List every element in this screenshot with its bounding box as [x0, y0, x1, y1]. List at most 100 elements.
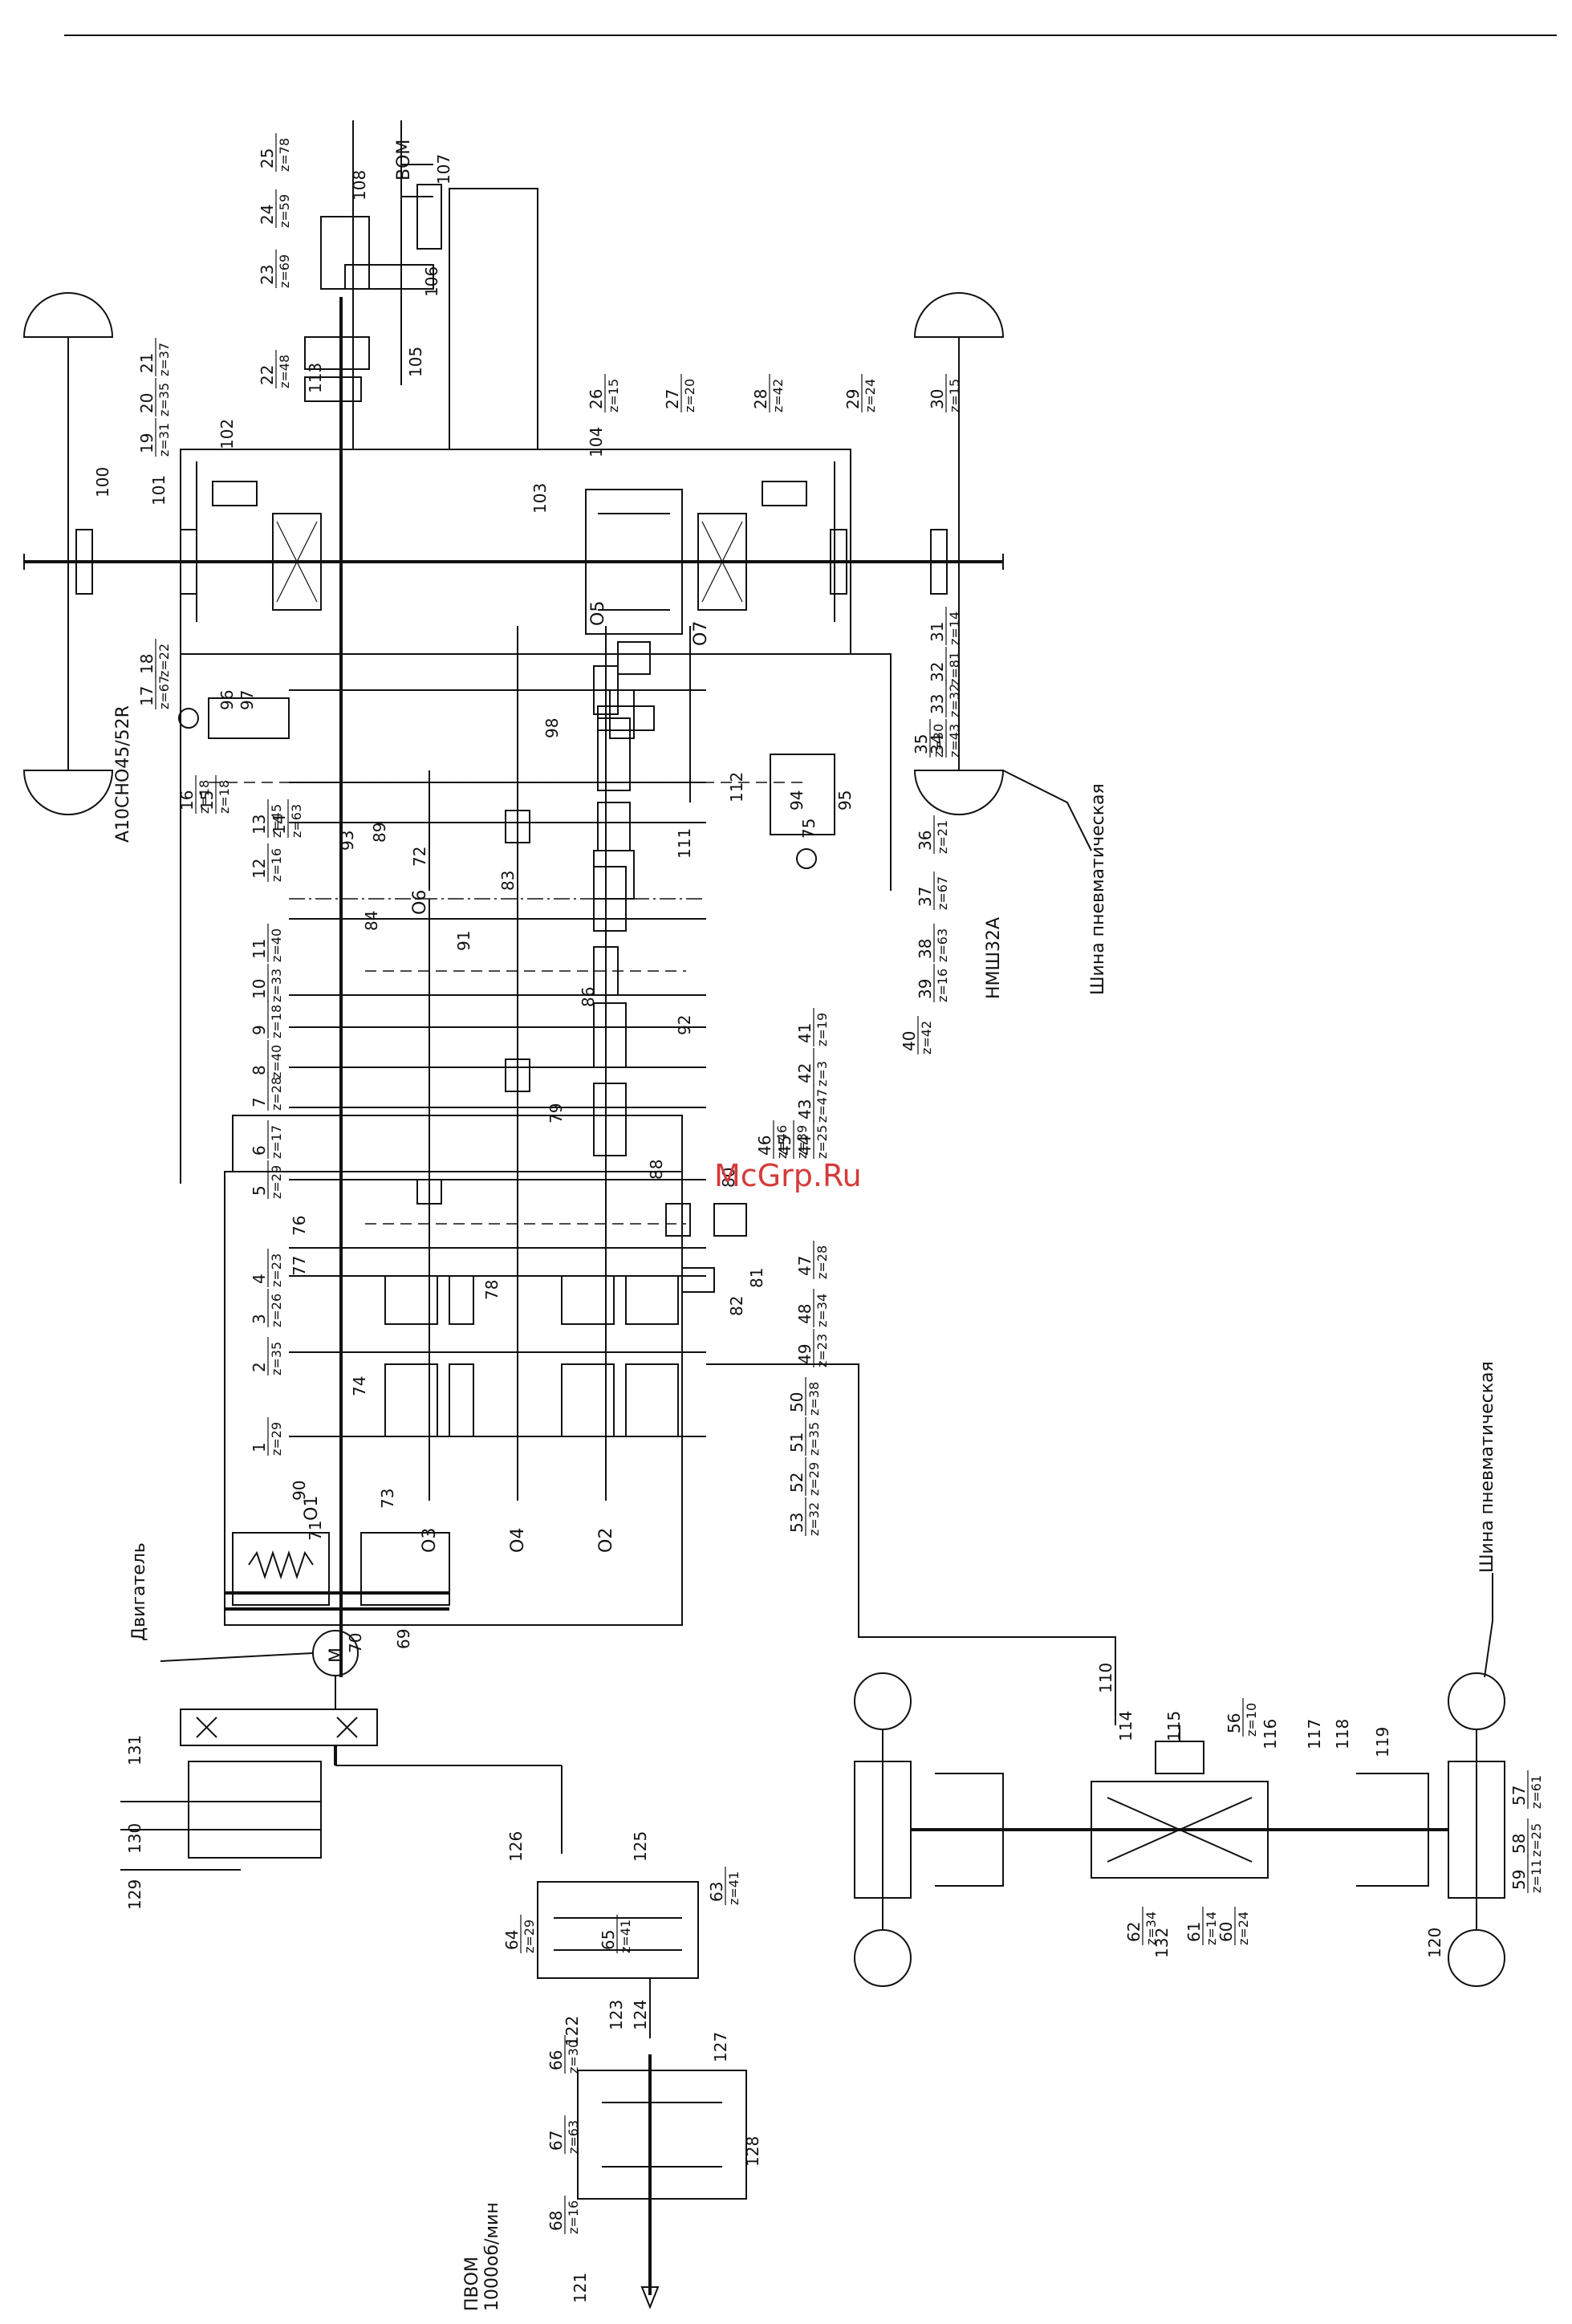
- front-wheel-right-bottom: [1448, 1929, 1505, 1987]
- text-labels: ВОМ Двигатель ПВОМ 1000об/мин Шина пневм…: [113, 140, 1497, 2311]
- gear-number: 27: [663, 389, 682, 409]
- gear-tooth-count: z=15: [947, 379, 962, 412]
- part-number: 129: [125, 1879, 144, 1910]
- part-number: 86: [579, 987, 598, 1007]
- part-number: 106: [422, 266, 441, 297]
- gear-tooth-count: z=30: [566, 2040, 581, 2074]
- part-number: 100: [93, 467, 112, 498]
- gear-number: 42: [795, 1063, 814, 1083]
- gear-number: 47: [795, 1256, 814, 1276]
- gear-tooth-count: z=18: [197, 780, 212, 814]
- shaft-label-o2: О2: [596, 1528, 616, 1553]
- front-pto-reducer: [537, 1881, 747, 2310]
- rear-pto: [304, 164, 442, 402]
- part-number: 130: [125, 1823, 144, 1854]
- gear-number: 13: [250, 815, 269, 835]
- gear-tooth-count: z=43: [947, 724, 962, 758]
- gear-number: 37: [916, 887, 935, 907]
- gear-tooth-count: z=63: [289, 804, 304, 838]
- front-wheel-left-bottom: [854, 1929, 912, 1987]
- gear-number: 26: [587, 389, 606, 409]
- part-number: 93: [338, 831, 357, 851]
- gear-tooth-count: z=32: [947, 684, 962, 717]
- part-number: 83: [498, 871, 518, 891]
- part-number: 90: [290, 1481, 309, 1501]
- gear-number: 3: [250, 1314, 269, 1324]
- gear-tooth-count: z=41: [726, 1871, 741, 1905]
- part-number: 116: [1261, 1719, 1280, 1749]
- gear-number: 62: [1124, 1922, 1143, 1942]
- front-wheel-left-top: [854, 1672, 912, 1730]
- part-number: 131: [125, 1735, 144, 1765]
- gear-tooth-count: z=16: [566, 2200, 581, 2234]
- front-pto-label-2: 1000об/мин: [482, 2202, 502, 2311]
- part-number: 125: [631, 1831, 650, 1862]
- gear-number: 22: [258, 365, 277, 385]
- gear-tooth-count: z=3: [814, 1061, 830, 1087]
- gear-number: 38: [916, 939, 935, 959]
- gear-number: 56: [1225, 1713, 1244, 1733]
- shafts: [339, 120, 691, 1677]
- front-pto-label-1: ПВОМ: [462, 2257, 482, 2311]
- part-number: 77: [290, 1256, 309, 1276]
- part-number: 104: [587, 427, 606, 457]
- part-number: 118: [1333, 1719, 1352, 1749]
- gear-number: 61: [1184, 1922, 1204, 1942]
- part-number: 82: [727, 1296, 746, 1316]
- gear-tooth-count: z=14: [1204, 1912, 1219, 1945]
- gear-tooth-count: z=45: [269, 804, 284, 838]
- left-wheel-upper: [22, 292, 114, 338]
- gear-tooth-count: z=10: [1244, 1703, 1259, 1737]
- gear-number: 43: [795, 1099, 814, 1119]
- gear-tooth-count: z=81: [947, 652, 962, 685]
- part-number: 101: [149, 475, 169, 506]
- gear-rows: [209, 689, 802, 1437]
- gear-tooth-count: z=15: [606, 379, 621, 412]
- gear-number: 23: [258, 265, 277, 285]
- part-number: 119: [1373, 1727, 1392, 1757]
- gear-number: 65: [599, 1930, 618, 1950]
- driveline-leader: [706, 1363, 1116, 1725]
- front-axle: [854, 1672, 1505, 1987]
- gear-tooth-count: z=17: [269, 1125, 284, 1159]
- gear-number: 21: [137, 353, 156, 373]
- gear-tooth-count: z=28: [814, 1245, 830, 1279]
- part-number: 126: [506, 1831, 526, 1862]
- part-number: 128: [743, 2136, 762, 2167]
- clutch: [225, 1532, 450, 1611]
- gear-tooth-count: z=40: [269, 1045, 284, 1079]
- part-number: 95: [835, 790, 855, 811]
- gear-tooth-count: z=46: [774, 1125, 790, 1159]
- part-number: 122: [563, 2016, 582, 2046]
- part-number: 91: [454, 931, 473, 951]
- gear-tooth-count: z=61: [1529, 1775, 1544, 1809]
- gear-number: 44: [795, 1136, 814, 1156]
- gear-tooth-count: z=78: [277, 138, 292, 172]
- gear-number: 39: [916, 979, 935, 999]
- part-number: 123: [607, 2000, 626, 2030]
- gear-number: 64: [502, 1930, 522, 1950]
- gear-tooth-count: z=33: [269, 969, 284, 1002]
- gear-tooth-count: z=37: [156, 343, 172, 376]
- part-number: 113: [306, 363, 325, 393]
